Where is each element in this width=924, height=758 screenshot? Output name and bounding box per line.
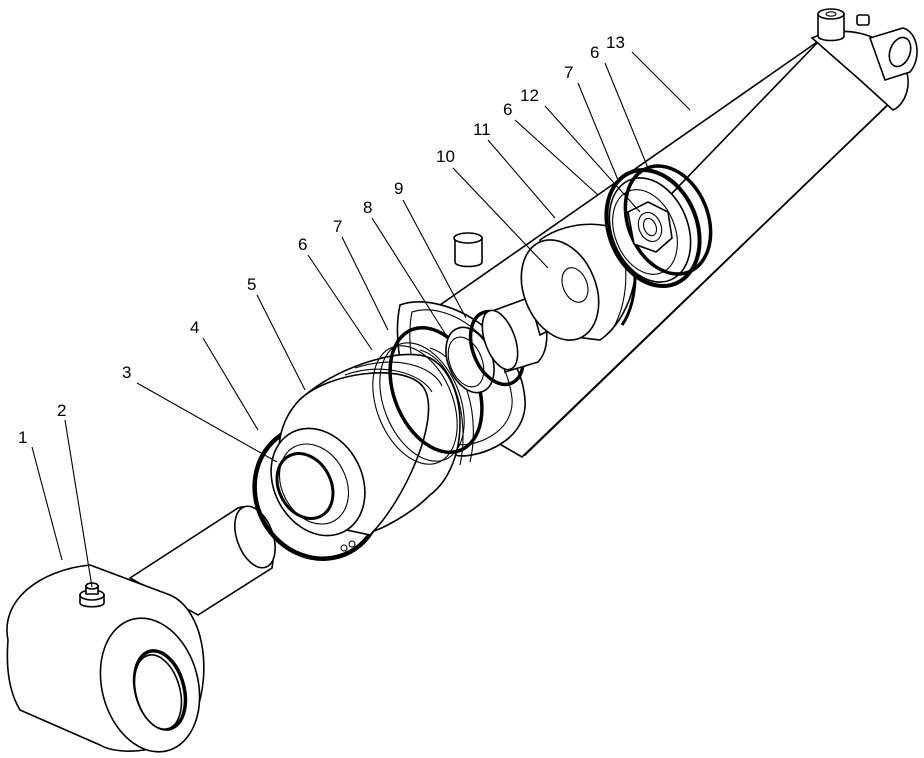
callout-6a: 6	[298, 235, 307, 254]
callout-12: 12	[520, 86, 539, 105]
callout-6b: 6	[503, 100, 512, 119]
callout-labels: 1 2 3 4 5 6 7 8 9 10 11 6 12 7 6 13	[18, 33, 625, 447]
callout-6c: 6	[590, 43, 599, 62]
callout-7b: 7	[564, 63, 573, 82]
leader-lines	[31, 51, 691, 588]
seal-ring-6	[372, 342, 465, 465]
callout-13: 13	[606, 33, 625, 52]
callout-10: 10	[436, 147, 455, 166]
callout-11: 11	[473, 120, 491, 139]
rod-eye	[6, 564, 205, 753]
locknut	[627, 201, 673, 253]
callout-3: 3	[122, 363, 131, 382]
callout-8: 8	[363, 198, 372, 217]
gland	[270, 347, 474, 537]
callout-4: 4	[190, 318, 199, 337]
callout-7a: 7	[333, 217, 342, 236]
callout-1: 1	[18, 428, 27, 447]
grease-fitting	[79, 582, 105, 608]
callout-9: 9	[394, 179, 403, 198]
piston	[520, 223, 637, 341]
callout-2: 2	[57, 401, 66, 420]
callout-5: 5	[247, 275, 256, 294]
